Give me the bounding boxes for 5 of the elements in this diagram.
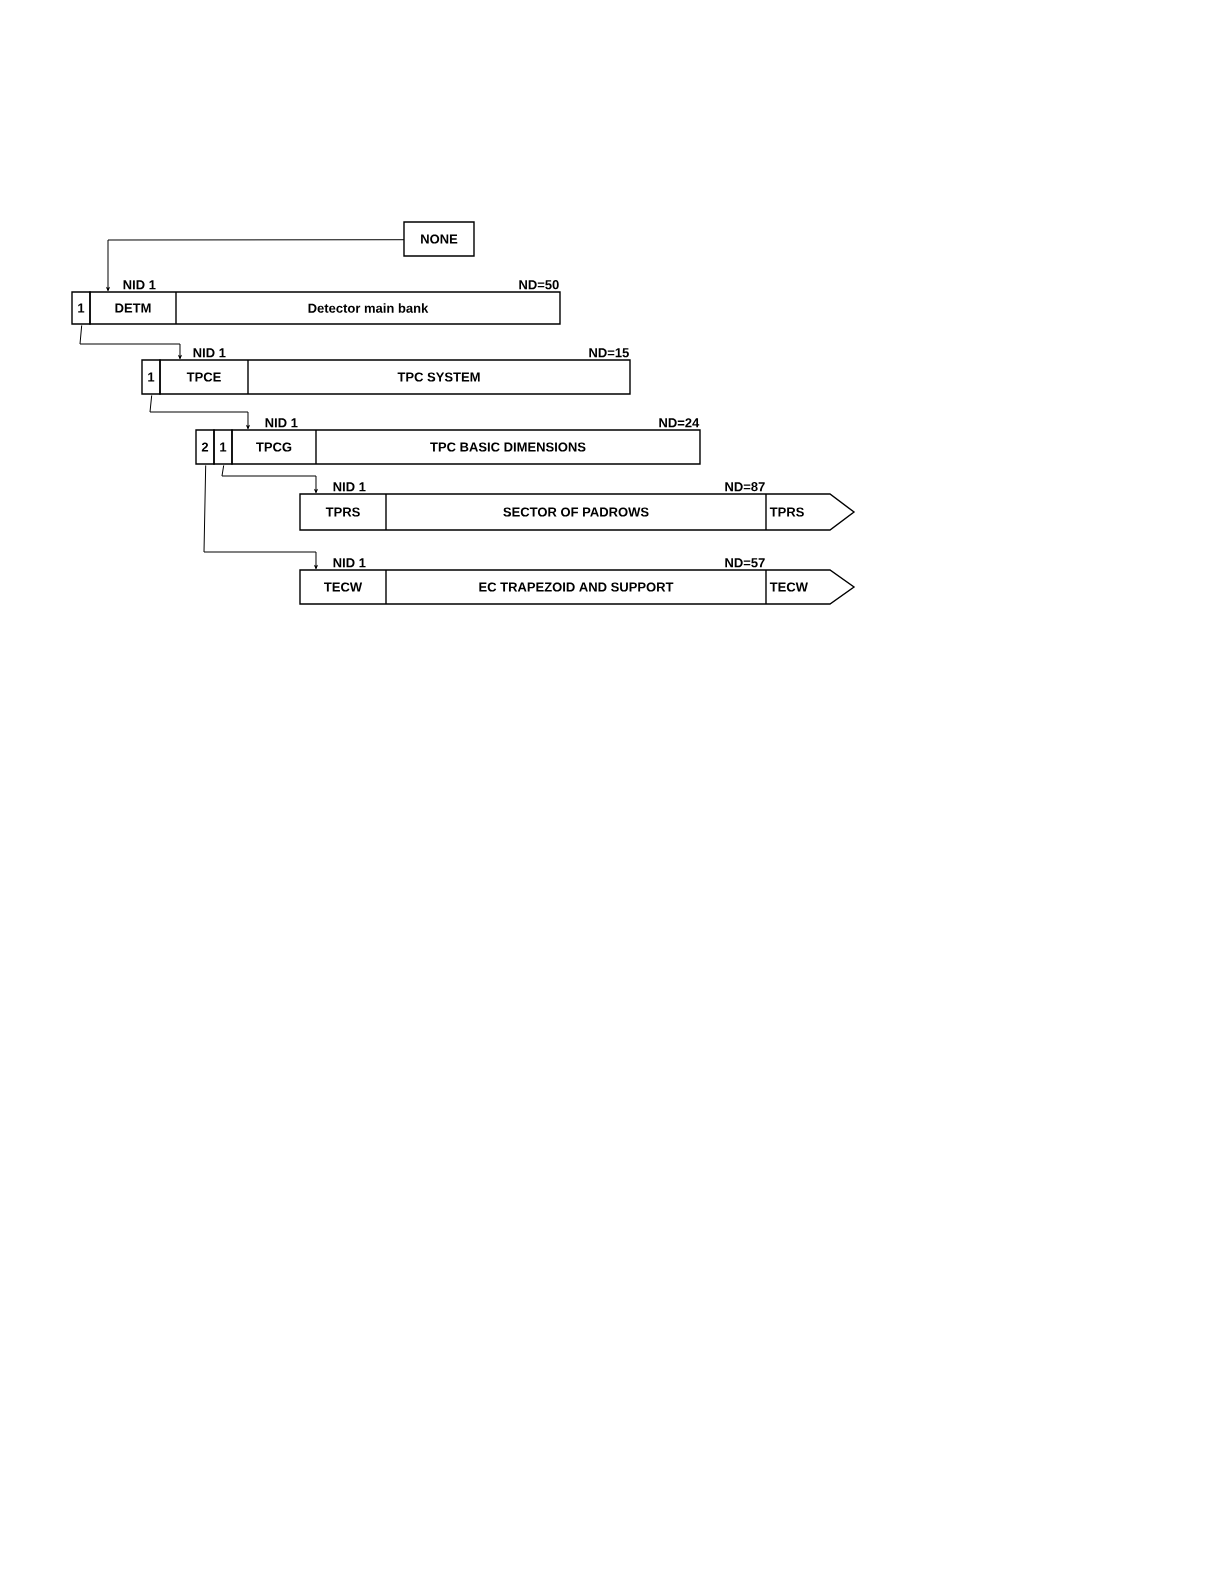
arrow [149,394,250,430]
arrow [79,324,182,360]
arrow [106,239,405,292]
arrow [221,464,318,494]
arrow [203,464,318,570]
